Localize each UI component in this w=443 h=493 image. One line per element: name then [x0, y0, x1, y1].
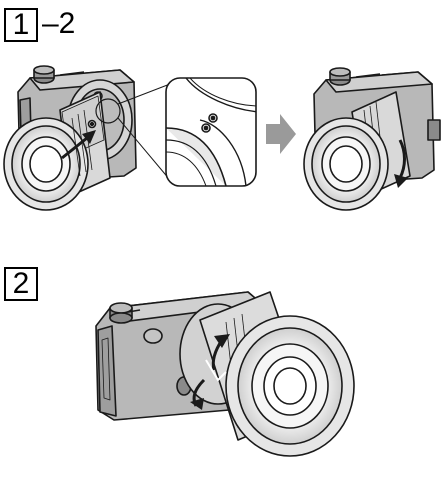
- insert-arrow-icon: [61, 130, 96, 160]
- lens-detach-rotate-illustration: [95, 291, 355, 457]
- camera-lens-alignment-illustration: [3, 65, 137, 211]
- lens-rotate-illustration: [303, 67, 441, 211]
- step-2-number-box: 2: [4, 267, 38, 301]
- next-arrow-icon: [266, 114, 296, 154]
- rotate-clockwise-arrow-icon: [394, 139, 408, 188]
- mount-index-closeup-illustration: [165, 77, 257, 187]
- press-release-arrow-icon: [190, 378, 206, 410]
- rotate-counterclockwise-arrow-icon: [205, 334, 230, 382]
- step-1-number-box: 1: [4, 8, 38, 42]
- step-1-suffix-label: –2: [42, 7, 76, 40]
